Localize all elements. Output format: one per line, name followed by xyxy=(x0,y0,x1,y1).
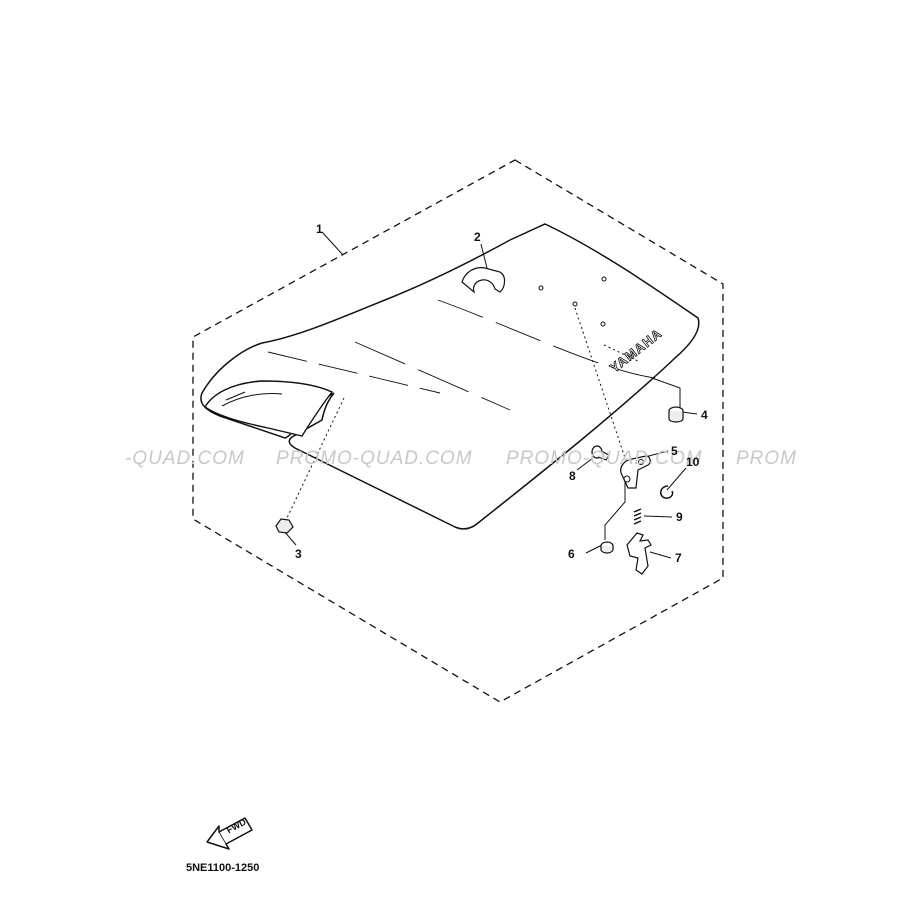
seat-seam-1 xyxy=(267,351,441,394)
leader-4 xyxy=(651,377,681,412)
part-lever-5 xyxy=(620,455,651,489)
leader-8 xyxy=(576,457,594,471)
watermark-center: PROMO-QUAD.COM xyxy=(276,448,473,469)
seat-seam-3 xyxy=(437,299,656,379)
leader-lock xyxy=(604,478,626,540)
leader-6 xyxy=(585,544,603,554)
seat-recess xyxy=(204,380,334,437)
part-spring-9 xyxy=(633,508,642,525)
callout-7: 7 xyxy=(675,551,682,565)
assembly-line-4 xyxy=(603,344,641,363)
leader-4b xyxy=(681,411,698,415)
assembly-line-lock xyxy=(574,307,626,459)
seat-outline xyxy=(200,223,700,530)
callout-5: 5 xyxy=(671,444,678,458)
fwd-arrow-icon xyxy=(206,817,253,850)
callout-6: 6 xyxy=(568,547,575,561)
seat-seam-2 xyxy=(354,341,511,411)
strap-handle xyxy=(461,267,506,294)
callout-8: 8 xyxy=(569,469,576,483)
watermark-right-center: PROMO-QUAD.COM xyxy=(506,448,703,469)
leader-1 xyxy=(321,231,344,256)
callout-3: 3 xyxy=(295,547,302,561)
seat-hole xyxy=(600,321,606,327)
part-latch-7 xyxy=(626,532,652,575)
assembly-boundary xyxy=(192,159,724,703)
part-damper-4 xyxy=(668,406,684,423)
watermark-left: -QUAD.COM xyxy=(125,448,245,469)
seat-recess-inner xyxy=(221,391,283,407)
callout-9: 9 xyxy=(676,510,683,524)
callout-2: 2 xyxy=(474,230,481,244)
watermark-right: PROM xyxy=(736,448,797,469)
part-nut-6 xyxy=(600,541,614,554)
callout-4: 4 xyxy=(701,408,708,422)
seat-hole xyxy=(538,285,544,291)
callout-1: 1 xyxy=(316,222,323,236)
seat-hole xyxy=(572,301,578,307)
leader-9 xyxy=(643,515,673,518)
leader-7 xyxy=(649,551,672,559)
part-bolt-8 xyxy=(591,445,610,461)
seat-hole xyxy=(601,276,607,282)
part-circlip-10 xyxy=(660,485,674,499)
part-grommet-3 xyxy=(275,518,294,534)
document-number: 5NE1100-1250 xyxy=(186,862,260,874)
leader-10 xyxy=(666,467,687,491)
callout-10: 10 xyxy=(686,455,700,469)
leader-2 xyxy=(480,243,488,269)
